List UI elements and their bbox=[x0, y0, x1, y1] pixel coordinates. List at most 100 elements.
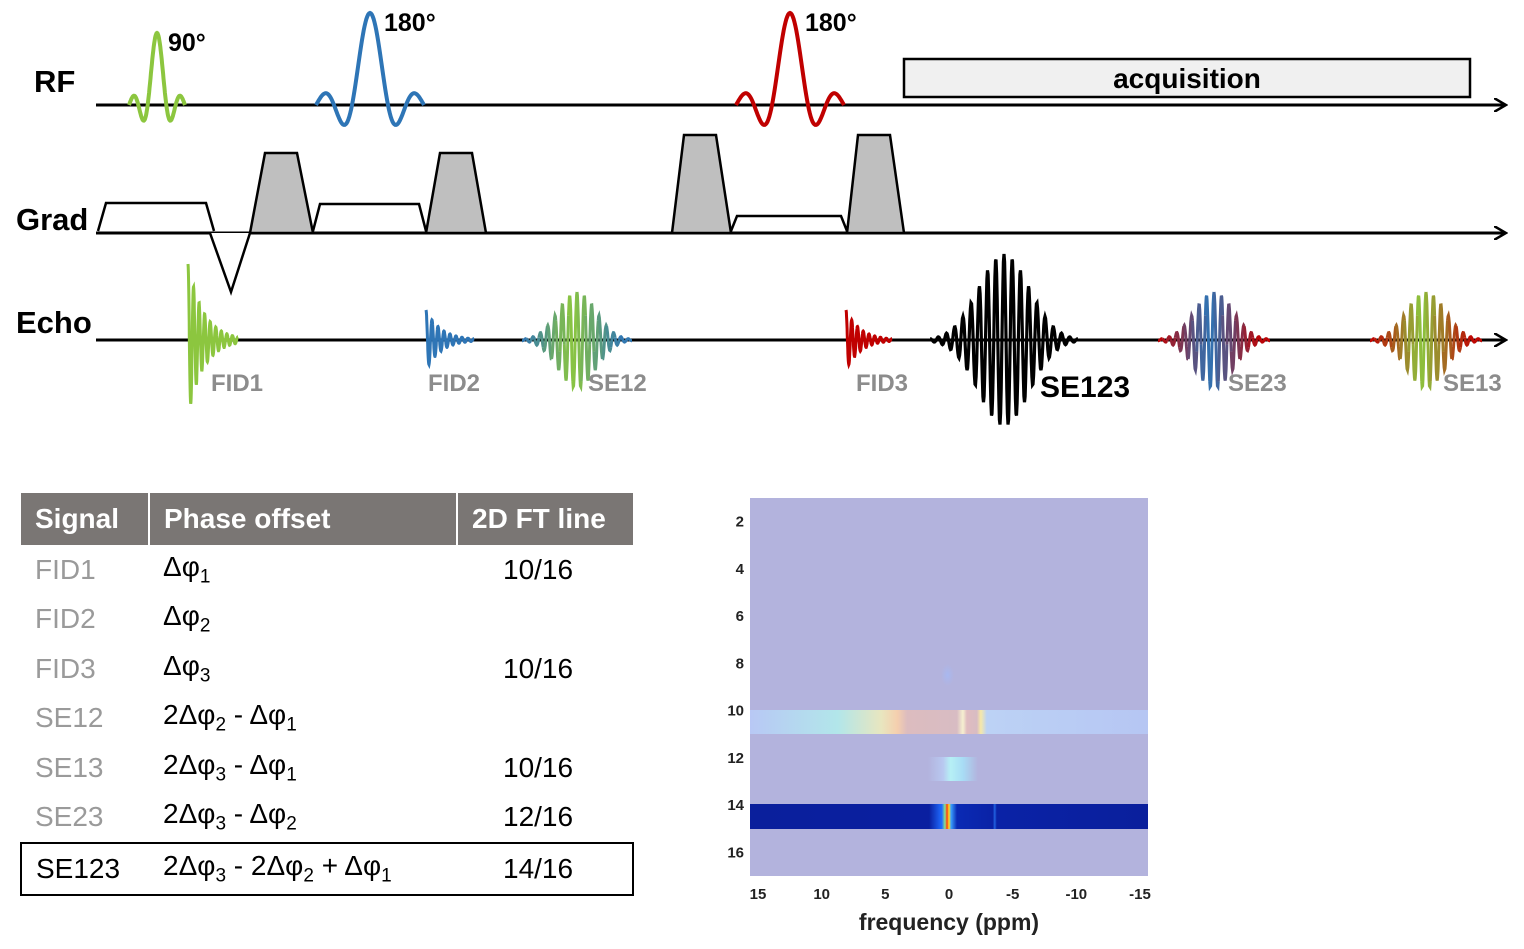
header-2d-ft-line: 2D FT line bbox=[457, 493, 633, 545]
pulse-label-90: 90° bbox=[168, 29, 206, 57]
se13-signal-segment bbox=[1373, 337, 1380, 344]
se23-signal-segment bbox=[1255, 335, 1270, 344]
se13-signal-segment bbox=[1424, 291, 1432, 392]
se23-signal-segment bbox=[1191, 320, 1199, 376]
cell-phase-offset: Δφ3 bbox=[163, 649, 211, 687]
y-tick-label: 14 bbox=[727, 797, 744, 814]
y-tick-label: 16 bbox=[727, 844, 744, 861]
se13-signal-segment bbox=[1411, 315, 1419, 381]
se13-signal-segment bbox=[1450, 321, 1458, 361]
se13-signal-segment bbox=[1467, 335, 1482, 344]
se12-signal-segment bbox=[533, 337, 541, 348]
cell-phase-offset: 2Δφ3 - 2Δφ2 + Δφ1 bbox=[149, 842, 457, 896]
se13-signal-segment bbox=[1437, 303, 1445, 352]
signal-label-fid3: FID3 bbox=[856, 370, 908, 397]
se12-signal-segment bbox=[613, 337, 621, 348]
fid2-signal-segment bbox=[424, 309, 475, 370]
crusher-gradient-3 bbox=[670, 133, 733, 235]
heatmap-line-14 bbox=[750, 804, 1148, 829]
slice-gradient-2 bbox=[311, 202, 428, 232]
cell-signal: SE13 bbox=[35, 751, 104, 783]
grad-row-label: Grad bbox=[16, 202, 88, 237]
pulse-sequence-diagram: RF Grad Echo acquisition 90° 180° 180° F… bbox=[16, 9, 1524, 425]
slice-gradient-1 bbox=[96, 201, 216, 232]
se23-signal bbox=[1158, 291, 1270, 392]
table-header-row: Signal Phase offset 2D FT line bbox=[21, 493, 633, 545]
se23-signal-segment bbox=[1195, 303, 1203, 352]
se12-signal-segment bbox=[554, 320, 562, 371]
signal-label-fid2: FID2 bbox=[428, 370, 480, 397]
se23-signal-segment bbox=[1229, 320, 1237, 376]
rf-pulse-180-second bbox=[734, 10, 846, 127]
se23-signal-segment bbox=[1161, 337, 1168, 344]
fid2-signal bbox=[424, 309, 475, 370]
cell-2d-ft-line bbox=[457, 694, 633, 744]
x-tick-label: 10 bbox=[813, 886, 830, 903]
fid3-signal-segment bbox=[844, 309, 893, 370]
acquisition-window bbox=[902, 57, 1472, 99]
se12-signal-segment bbox=[525, 337, 532, 344]
cell-2d-ft-line: 10/16 bbox=[503, 553, 574, 585]
se13-signal-segment bbox=[1441, 320, 1449, 376]
se13-signal-segment bbox=[1433, 315, 1441, 381]
echo-signals bbox=[186, 253, 1482, 425]
se123-signal-segment bbox=[929, 253, 1079, 425]
x-tick-label: -5 bbox=[1006, 886, 1019, 903]
y-tick-label: 6 bbox=[736, 608, 744, 625]
y-tick-label: 4 bbox=[736, 561, 745, 578]
cell-2d-ft-line: 10/16 bbox=[503, 751, 574, 783]
se12-signal-segment bbox=[562, 315, 570, 381]
fid3-signal bbox=[844, 309, 893, 370]
x-tick-label: 5 bbox=[881, 886, 889, 903]
y-tick-label: 12 bbox=[727, 750, 744, 767]
se23-signal-segment bbox=[1225, 303, 1233, 352]
se23-signal-segment bbox=[1242, 325, 1250, 354]
fid1-signal-segment bbox=[186, 263, 239, 404]
signal-label-se13: SE13 bbox=[1443, 370, 1502, 397]
se123-signal bbox=[929, 253, 1079, 425]
se13-signal-segment bbox=[1463, 337, 1471, 348]
crusher-gradient-1 bbox=[248, 151, 315, 235]
se12-signal-segment bbox=[588, 303, 596, 352]
se12-signal-segment bbox=[579, 295, 587, 382]
se12-signal-segment bbox=[567, 295, 575, 382]
cell-phase-offset: 2Δφ3 - Δφ2 bbox=[163, 798, 297, 836]
cell-2d-ft-line: 12/16 bbox=[503, 801, 574, 833]
se12-signal-segment bbox=[529, 335, 537, 343]
cell-phase-offset: 2Δφ2 - Δφ1 bbox=[163, 699, 297, 737]
se23-signal-segment bbox=[1178, 325, 1186, 354]
table-row: FID3 Δφ3 10/16 bbox=[21, 644, 633, 694]
se13-signal-segment bbox=[1428, 295, 1437, 382]
x-tick-label: 15 bbox=[750, 886, 767, 903]
se12-signal-segment bbox=[609, 330, 617, 348]
cell-phase-offset: Δφ2 bbox=[163, 600, 211, 638]
se13-signal-segment bbox=[1377, 335, 1385, 343]
se12-signal-segment bbox=[541, 325, 549, 354]
se12-signal-segment bbox=[584, 315, 592, 381]
se12-signal-segment bbox=[558, 303, 566, 352]
cell-signal: FID3 bbox=[35, 652, 96, 684]
se23-signal-segment bbox=[1169, 337, 1177, 348]
se13-signal-segment bbox=[1398, 310, 1406, 360]
y-tick-label: 2 bbox=[736, 514, 744, 531]
rf-pulse-90 bbox=[127, 30, 187, 123]
cell-signal: FID1 bbox=[35, 553, 96, 585]
se12-signal-segment bbox=[605, 325, 613, 354]
se13-signal-segment bbox=[1385, 330, 1393, 348]
se23-signal-segment bbox=[1186, 310, 1194, 360]
cell-2d-ft-line: 10/16 bbox=[503, 652, 574, 684]
pulse-label-180-first: 180° bbox=[384, 9, 436, 37]
se12-signal-segment bbox=[522, 337, 527, 343]
crusher-gradient-4 bbox=[845, 133, 906, 235]
se13-signal-segment bbox=[1381, 337, 1389, 348]
heatmap-line-8 bbox=[941, 664, 954, 686]
rf-row-label: RF bbox=[34, 64, 75, 99]
cell-phase-offset: 2Δφ3 - Δφ1 bbox=[163, 748, 297, 786]
